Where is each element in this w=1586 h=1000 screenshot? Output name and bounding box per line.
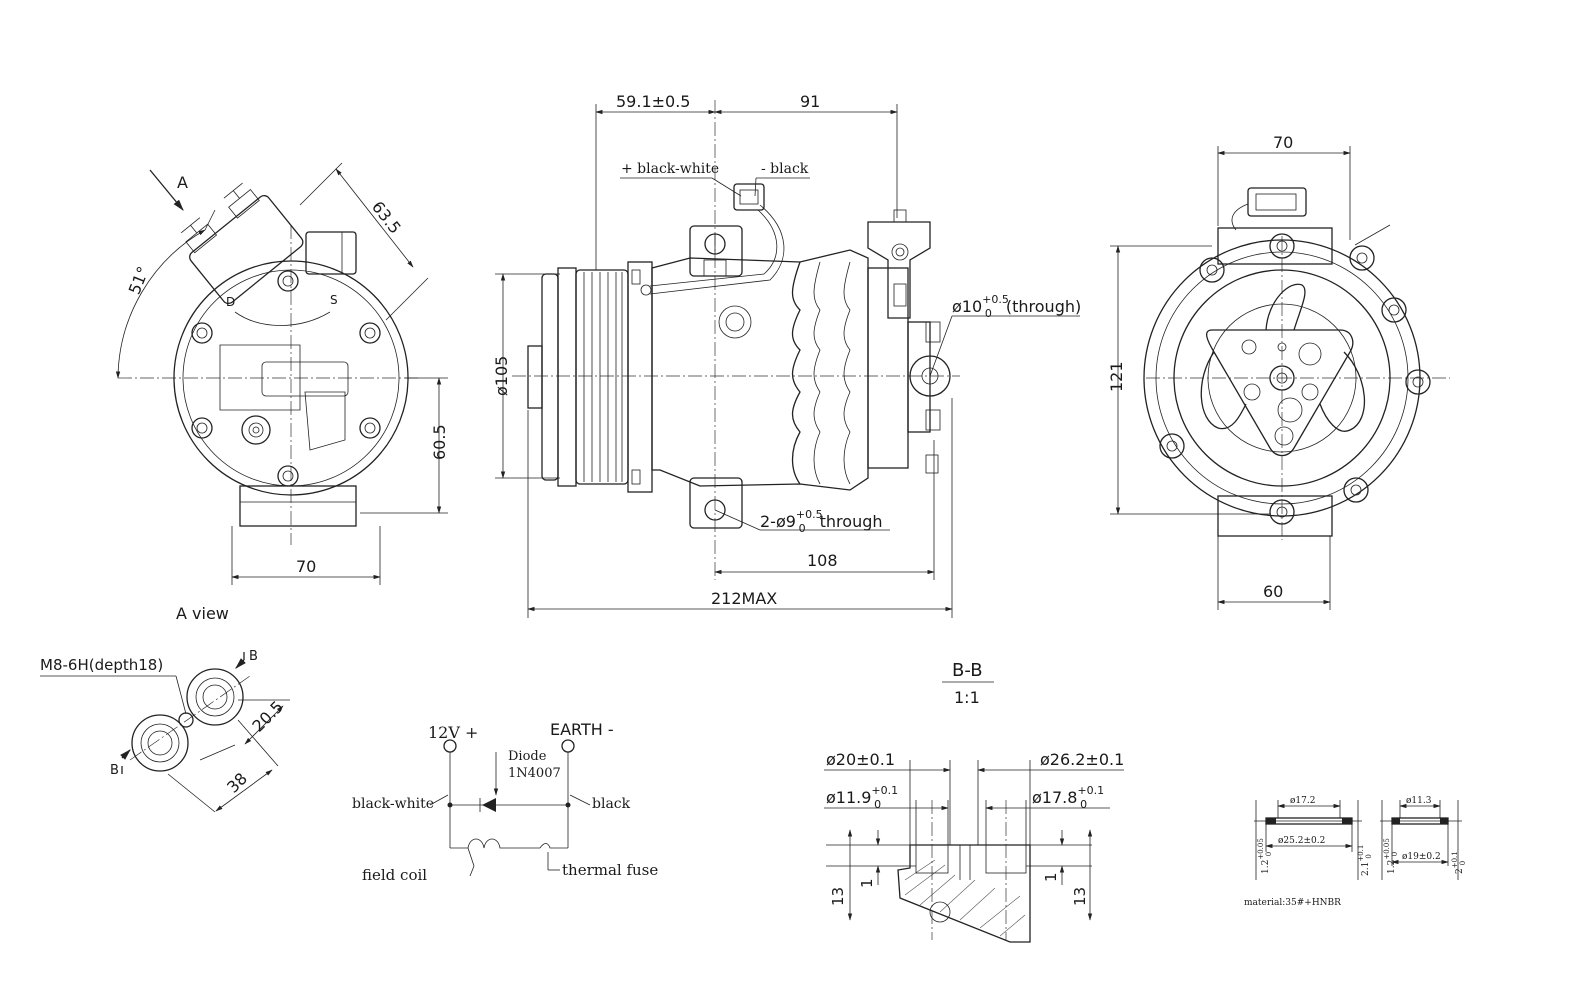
side-view: 59.1±0.5 91 + black-white - black ø105 ø… <box>492 92 1081 618</box>
right-1: 1 <box>1042 872 1060 882</box>
front-view: 70 121 60 <box>1107 133 1450 610</box>
circuit-diagram: 12V + EARTH - Diode 1N4007 black-white b… <box>352 720 658 884</box>
lug-icon <box>1159 433 1185 459</box>
dim-38: 38 <box>223 769 251 797</box>
dim-70-front: 70 <box>1273 133 1293 152</box>
dim-70-a: 70 <box>296 557 316 576</box>
bolt-icon <box>277 270 299 292</box>
wire-plus-label: + black-white <box>621 161 719 177</box>
pulley-grooves <box>583 272 623 482</box>
g2-inner: ø11.3 <box>1406 796 1432 806</box>
bolt-icon <box>277 465 299 487</box>
left-13: 13 <box>829 887 847 906</box>
section-scale: 1:1 <box>954 688 980 707</box>
g1-outer: ø25.2±0.2 <box>1278 836 1325 846</box>
bolt-icon <box>191 322 213 344</box>
port-s-label: S <box>330 293 338 307</box>
lug-icon <box>1269 499 1295 525</box>
field-coil-label: field coil <box>362 866 427 884</box>
dim-59-1: 59.1±0.5 <box>616 92 690 111</box>
lug-icon <box>1405 369 1431 395</box>
dim-20-5: 20.5 <box>248 697 287 736</box>
right-13: 13 <box>1071 887 1089 906</box>
a-view: A 51° 63.5 D S 60.5 70 A view <box>115 162 449 623</box>
a-view-caption: A view <box>176 604 229 623</box>
g2-outer: ø19±0.2 <box>1402 852 1441 862</box>
section-b-bottom: B <box>110 763 119 778</box>
section-b-top: B <box>249 649 258 664</box>
black-white-label: black-white <box>352 796 434 812</box>
bolt-icon <box>359 322 381 344</box>
angle-label: 51° <box>125 264 153 297</box>
lug-icon <box>1343 477 1369 503</box>
dim-108: 108 <box>807 551 838 570</box>
dim-212max: 212MAX <box>711 589 777 608</box>
port-detail: M8-6H(depth18) B B 20.5 38 <box>40 649 290 813</box>
lug-icon <box>1381 297 1407 323</box>
dim-63-5: 63.5 <box>368 198 405 238</box>
dim-91: 91 <box>800 92 820 111</box>
g2-thick: 1.2+0.050 <box>1383 838 1399 874</box>
section-title: B-B <box>952 660 983 681</box>
bolt-icon <box>359 417 381 439</box>
dia-26: ø26.2±0.1 <box>1040 750 1124 769</box>
dia-105: ø105 <box>492 356 511 396</box>
g1-inner: ø17.2 <box>1290 796 1315 806</box>
port-d-label: D <box>226 295 235 309</box>
thread-label: M8-6H(depth18) <box>40 656 163 674</box>
left-1: 1 <box>858 878 876 888</box>
a-arrow-label: A <box>177 173 188 192</box>
lug-icon <box>1269 233 1295 259</box>
material-label: material:35#+HNBR <box>1244 898 1341 908</box>
diode-part: 1N4007 <box>508 766 561 781</box>
dim-60-5: 60.5 <box>430 424 449 460</box>
v-plus-label: 12V + <box>428 723 478 742</box>
dim-60-front: 60 <box>1263 582 1283 601</box>
diode-icon <box>482 798 496 812</box>
dim-121: 121 <box>1107 361 1126 392</box>
lug-icon <box>1199 257 1225 283</box>
valve-icon <box>241 415 271 445</box>
black-label: black <box>592 796 631 812</box>
g1-height: 2.1+0.10 <box>1357 845 1373 876</box>
gaskets: ø17.2 ø25.2±0.2 1.2+0.050 2.1+0.10 ø11.3… <box>1244 796 1467 908</box>
diode-label: Diode <box>508 749 547 764</box>
wire-minus-label: - black <box>761 161 809 177</box>
bolt-icon <box>191 417 213 439</box>
g1-thick: 1.2+0.050 <box>1257 838 1273 874</box>
thermal-fuse-label: thermal fuse <box>562 861 658 879</box>
earth-label: EARTH - <box>550 720 614 739</box>
dia-20: ø20±0.1 <box>826 750 895 769</box>
g2-height: 2+0.10 <box>1451 851 1467 874</box>
lug-icon <box>1349 245 1375 271</box>
